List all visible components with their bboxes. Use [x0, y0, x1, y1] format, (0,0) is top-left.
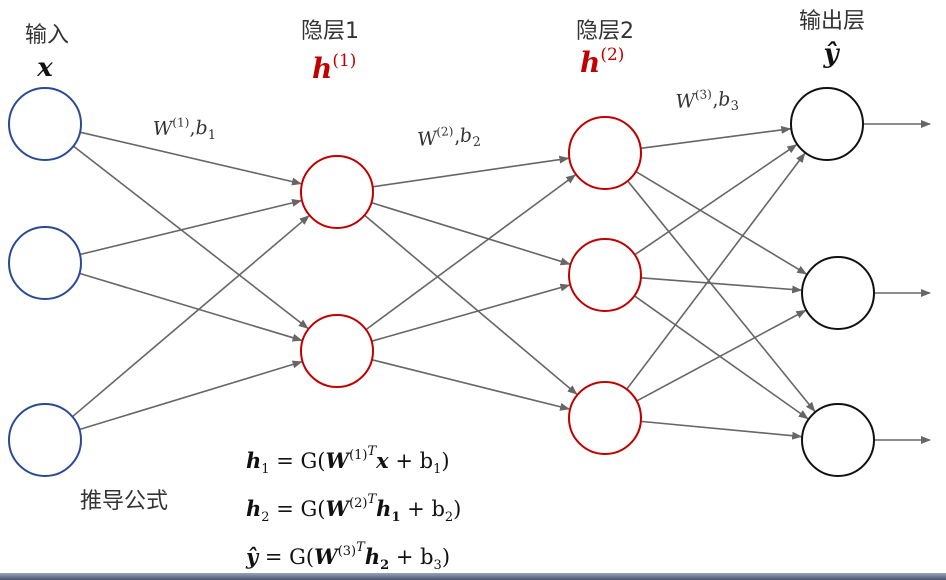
hidden2-layer-title: 隐层2 — [576, 19, 634, 44]
hidden2-layer-symbol: h(2) — [580, 45, 624, 79]
edge-hidden2-2-to-output-1 — [634, 144, 798, 256]
weight-label-w2: W(2),b2 — [416, 122, 481, 155]
edge-hidden1-2-to-hidden2-1 — [365, 174, 577, 331]
output-layer-symbol: ŷ — [822, 39, 840, 69]
input-node-1 — [8, 87, 82, 161]
hidden1-layer-title: 隐层1 — [301, 19, 359, 44]
hidden1-node-2 — [300, 314, 374, 388]
edge-input-3-to-hidden1-2 — [79, 360, 303, 431]
input-node-2 — [8, 226, 82, 300]
edge-hidden2-3-to-output-2 — [636, 309, 807, 402]
weight-label-w3: W(3),b3 — [675, 86, 739, 117]
bottom-strip — [0, 573, 946, 580]
output-node-1 — [790, 87, 864, 161]
hidden2-node-1 — [568, 116, 642, 190]
edge-hidden1-1-to-hidden2-3 — [364, 214, 578, 395]
derivation-label: 推导公式 — [80, 489, 168, 514]
edge-input-1-to-hidden1-1 — [79, 131, 302, 186]
edge-input-2-to-hidden1-2 — [79, 272, 303, 342]
edge-hidden1-1-to-hidden2-2 — [371, 201, 571, 266]
edge-hidden2-1-to-output-1 — [640, 125, 792, 150]
edge-hidden1-2-to-hidden2-2 — [371, 283, 571, 342]
edge-hidden1-1-to-hidden2-1 — [372, 155, 570, 188]
output-layer-title: 输出层 — [799, 9, 865, 34]
formula-block: h1 = G(W(1)Tx + b1) h2 = G(W(2)Th1 + b2)… — [245, 444, 461, 573]
formula-y-hat: ŷ = G(W(3)Th2 + b3) — [245, 540, 450, 573]
edge-hidden2-3-to-output-3 — [640, 420, 803, 440]
input-layer-symbol: x — [36, 53, 53, 83]
output-node-2 — [801, 256, 875, 330]
edge-hidden2-2-to-output-3 — [633, 295, 809, 420]
formula-h2: h2 = G(W(2)Th1 + b2) — [246, 492, 461, 525]
formula-h1: h1 = G(W(1)Tx + b1) — [246, 444, 450, 477]
hidden1-layer-symbol: h(1) — [312, 51, 356, 85]
neuron-nodes — [8, 87, 875, 477]
hidden2-node-2 — [568, 238, 642, 312]
input-node-3 — [8, 403, 82, 477]
hidden2-node-3 — [568, 381, 642, 455]
edge-input-3-to-hidden1-1 — [71, 215, 310, 418]
edge-hidden2-3-to-output-1 — [626, 152, 806, 390]
edge-input-2-to-hidden1-1 — [79, 198, 303, 256]
edge-hidden2-1-to-output-2 — [635, 170, 808, 275]
edge-hidden2-1-to-output-3 — [627, 180, 816, 413]
output-node-3 — [801, 403, 875, 477]
edge-input-1-to-hidden1-2 — [72, 145, 309, 329]
edge-hidden2-2-to-output-2 — [640, 276, 803, 294]
hidden1-node-1 — [300, 155, 374, 229]
weight-label-w1: W(1),b1 — [153, 115, 217, 144]
input-layer-title: 输入 — [25, 23, 69, 48]
edge-hidden1-2-to-hidden2-3 — [371, 358, 571, 411]
connection-edges — [71, 120, 931, 444]
